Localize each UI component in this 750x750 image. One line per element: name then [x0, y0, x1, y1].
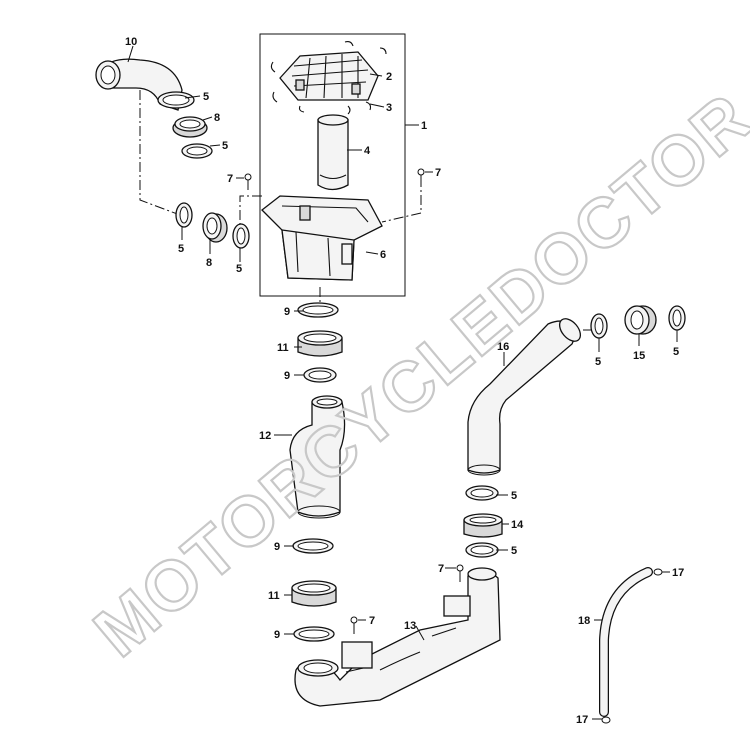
callout-label: 7: [369, 615, 375, 627]
callout-label: 7: [438, 563, 444, 575]
coupler-14: [463, 513, 503, 538]
clamp-5-upper: [157, 91, 195, 109]
callout-label: 15: [633, 350, 645, 362]
callout-label: 9: [284, 370, 290, 382]
clamp-9-lower: [292, 538, 334, 554]
callout-label: 5: [178, 243, 184, 255]
callout-labels: 10 5 8 5 2 3 1 4 7 7 5 8 5 6 9 11 9 12 1…: [125, 36, 684, 726]
clamp-9-mid: [303, 367, 337, 383]
coupler-15: [624, 305, 657, 335]
clamp-5-upper-2: [181, 143, 213, 159]
airbox-group-frame: [259, 33, 406, 297]
callout-label: 5: [222, 140, 228, 152]
bolt-7-right: [417, 168, 425, 185]
bolt-7-lower-right: [456, 564, 464, 582]
coupler-11-top: [297, 330, 343, 357]
watermark-text: MOTORCYCLEDOCTOR: [80, 78, 750, 672]
callout-label: 17: [576, 714, 588, 726]
callout-label: 9: [274, 629, 280, 641]
clip-17-top: [653, 568, 663, 576]
cover-clips-3: [270, 40, 387, 115]
callout-label: 5: [236, 263, 242, 275]
callout-label: 3: [386, 102, 392, 114]
callout-label: 18: [578, 615, 590, 627]
callout-label: 16: [497, 341, 509, 353]
callout-label: 1: [421, 120, 427, 132]
callout-label: 9: [274, 541, 280, 553]
callout-label: 7: [435, 167, 441, 179]
callout-label: 5: [511, 490, 517, 502]
clamp-5-mid-right: [465, 485, 499, 501]
breather-hose-18: [599, 567, 653, 717]
clamp-5-right-a: [590, 313, 608, 339]
callout-label: 8: [206, 257, 212, 269]
callout-label: 9: [284, 306, 290, 318]
clamp-9-top: [297, 302, 339, 318]
bolt-7-left: [244, 173, 252, 190]
callout-label: 7: [227, 173, 233, 185]
callout-label: 6: [380, 249, 386, 261]
airbox-cover-2: [279, 51, 379, 101]
callout-label: 4: [364, 145, 371, 157]
callout-label: 2: [386, 71, 392, 83]
clamp-9-bottom: [293, 626, 335, 642]
grommet-8-lower: [202, 212, 228, 243]
callout-label: 12: [259, 430, 271, 442]
callout-label: 11: [277, 342, 289, 354]
clamp-5-right-b: [668, 305, 686, 331]
callout-label: 5: [595, 356, 601, 368]
filter-element-4: [317, 114, 349, 191]
grommet-8-upper: [172, 116, 208, 138]
clip-17-bottom: [601, 716, 611, 724]
callout-label: 8: [214, 112, 220, 124]
connection-lines: [139, 90, 598, 331]
duct-12: [289, 395, 346, 519]
callout-label: 17: [672, 567, 684, 579]
callout-label: 5: [511, 545, 517, 557]
callout-label: 13: [404, 620, 416, 632]
callout-label: 11: [268, 590, 280, 602]
clamp-5-lower-right: [232, 223, 250, 249]
callout-label: 14: [511, 519, 524, 531]
callout-label: 5: [673, 346, 679, 358]
duct-16: [467, 318, 582, 476]
leader-lines: [127, 45, 678, 720]
lower-duct-13: [294, 567, 501, 707]
clamp-5-low-right: [465, 542, 499, 558]
callout-label: 10: [125, 36, 137, 48]
clamp-5-lower-left: [175, 202, 193, 228]
coupler-11-lower: [291, 580, 337, 607]
callout-label: 5: [203, 91, 209, 103]
bolt-7-center: [350, 616, 358, 634]
airbox-housing-6: [261, 195, 383, 281]
